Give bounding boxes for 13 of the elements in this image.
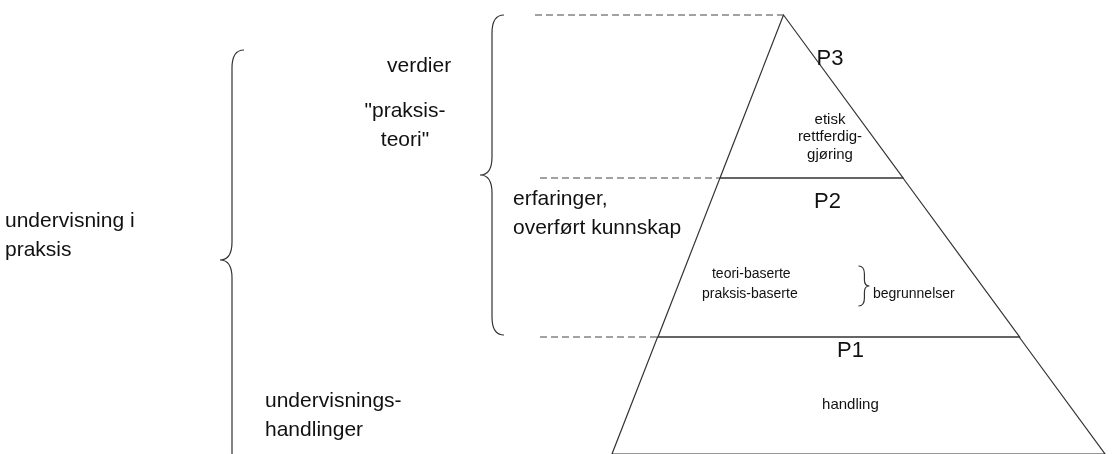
side-label: erfaringer, overført kunnskap — [513, 185, 683, 241]
side-label: undervisning i praksis — [5, 207, 136, 263]
tier-title: P1 — [835, 337, 865, 363]
tier-title: P2 — [812, 188, 842, 214]
tier-text: begrunnelser — [873, 285, 955, 302]
tier-text: praksis-baserte — [702, 285, 798, 302]
tier-text: handling — [821, 395, 880, 413]
side-label: "praksis- teori" — [363, 97, 447, 153]
tier-text: etisk rettferdig- gjøring — [796, 110, 864, 162]
tier-title: P3 — [815, 45, 845, 71]
side-label: verdier — [387, 52, 453, 78]
side-label: undervisnings- handlinger — [265, 387, 403, 443]
tier-text: teori-baserte — [712, 265, 791, 282]
